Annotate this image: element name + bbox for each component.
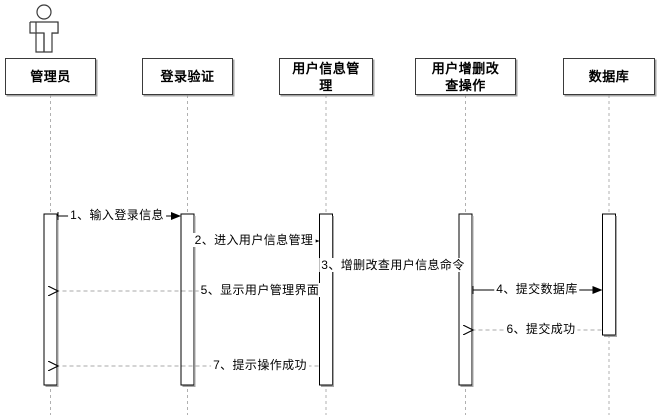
lifeline-label-admin: 管理员	[30, 69, 71, 84]
lifeline-label-usermgmt: 用户信息管理	[292, 60, 360, 93]
lifeline-header-crud[interactable]: 用户增删改查操作	[415, 58, 516, 95]
activation-shadow-crud	[460, 216, 474, 387]
actor-icon	[29, 4, 59, 53]
lifeline-header-usermgmt[interactable]: 用户信息管理	[279, 58, 373, 95]
lifeline-label-login: 登录验证	[160, 69, 215, 84]
message-label-5: 5、显示用户管理界面	[198, 283, 322, 297]
activation-bar-usermgmt[interactable]	[319, 213, 333, 386]
activation-bar-crud[interactable]	[458, 213, 473, 386]
lifeline-header-admin[interactable]: 管理员	[5, 58, 96, 95]
message-label-1: 1、输入登录信息	[68, 208, 166, 222]
message-label-7: 7、提示操作成功	[211, 358, 309, 372]
lifeline-header-db[interactable]: 数据库	[563, 58, 655, 95]
message-label-2: 2、进入用户信息管理	[192, 233, 316, 247]
message-label-4: 4、提交数据库	[494, 282, 580, 296]
message-label-6: 6、提交成功	[504, 322, 578, 336]
lifeline-label-crud: 用户增删改查操作	[431, 60, 500, 93]
lifeline-header-login[interactable]: 登录验证	[142, 58, 233, 95]
lifeline-label-db: 数据库	[588, 69, 630, 84]
activation-bar-db[interactable]	[602, 213, 616, 336]
activation-bar-admin[interactable]	[43, 213, 58, 386]
activation-shadow-db	[604, 216, 617, 337]
activation-shadow-usermgmt	[321, 216, 334, 387]
message-label-3: 3、增删改查用户信息命令	[319, 258, 467, 272]
